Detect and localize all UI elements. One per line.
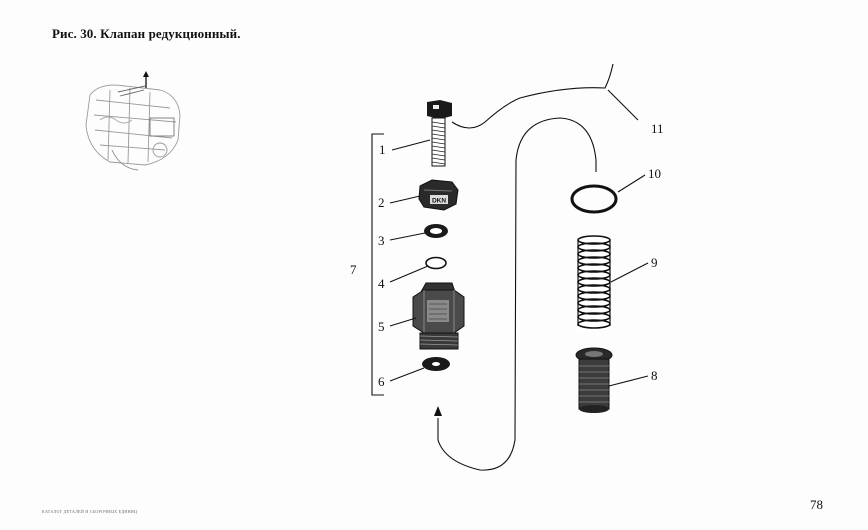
- part-9-spring: [577, 235, 611, 331]
- callout-10: 10: [648, 166, 661, 181]
- callout-8: 8: [651, 368, 658, 383]
- page-number: 78: [810, 497, 823, 512]
- callout-1: 1: [379, 142, 386, 157]
- arrow-up-icon: [143, 71, 149, 88]
- callout-9: 9: [651, 255, 658, 270]
- part-10-o-ring: [570, 184, 618, 214]
- callout-7: 7: [350, 262, 357, 277]
- flow-arrow-icon: [434, 406, 442, 416]
- callout-labels: 1 2 3 4 5 6 7 8 9 10 11: [350, 121, 664, 389]
- part-3-washer: [424, 224, 448, 238]
- part-1-bolt: [427, 100, 452, 167]
- figure-title: Рис. 30. Клапан редукционный.: [52, 26, 241, 41]
- part-2-nut: DKN: [418, 179, 459, 211]
- tube-11: [434, 63, 639, 471]
- callout-6: 6: [378, 374, 385, 389]
- callout-5: 5: [378, 319, 385, 334]
- part-6-washer: [422, 357, 450, 371]
- leader-lines: [389, 139, 649, 387]
- engine-location-thumbnail-icon: [85, 84, 181, 171]
- part-4-ring: [425, 256, 447, 270]
- callout-11: 11: [651, 121, 664, 136]
- part-marking: DKN: [432, 198, 446, 205]
- assembly-7-bracket: [371, 133, 384, 396]
- callout-3: 3: [378, 233, 385, 248]
- callout-2: 2: [378, 195, 385, 210]
- part-5-valve-body: [412, 282, 465, 350]
- part-8-plunger: [575, 347, 613, 413]
- callout-4: 4: [378, 276, 385, 291]
- footer-text: КАТАЛОГ ДЕТАЛЕЙ И СБОРОЧНЫХ ЕДИНИЦ: [42, 509, 138, 514]
